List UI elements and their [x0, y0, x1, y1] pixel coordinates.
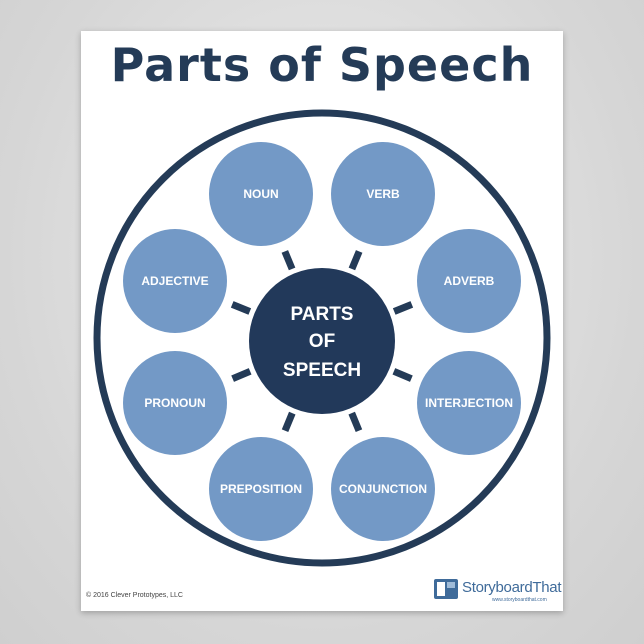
node-label: NOUN [243, 187, 278, 201]
node-label: ADVERB [444, 274, 495, 288]
logo-text: StoryboardThat [462, 579, 562, 596]
node-circle [123, 351, 227, 455]
spoke [392, 368, 413, 382]
spoke [281, 250, 296, 271]
node-adjective: ADJECTIVE [123, 229, 227, 333]
spoke [392, 301, 414, 315]
poster-title: Parts of Speech [110, 38, 534, 92]
node-label: PRONOUN [144, 396, 205, 410]
node-circle [209, 437, 313, 541]
node-label: VERB [366, 187, 400, 201]
spokes [230, 250, 414, 433]
center-line-2: OF [309, 331, 335, 352]
nodes: NOUN VERB ADVERB INTERJECTION CONJUNCTION PRE… [123, 142, 521, 541]
node-label: CONJUNCTION [339, 482, 427, 496]
node-preposition: PREPOSITION [209, 437, 313, 541]
center-line-1: PARTS [291, 304, 354, 325]
node-noun: NOUN [209, 142, 313, 246]
node-circle [331, 437, 435, 541]
node-circle [417, 351, 521, 455]
node-interjection: INTERJECTION [417, 351, 521, 455]
logo-url: www.storyboardthat.com [492, 597, 547, 603]
center-line-3: SPEECH [283, 360, 361, 381]
center-node: PARTS OF SPEECH [249, 268, 395, 414]
spoke [230, 301, 252, 315]
spoke [348, 250, 363, 271]
node-circle [331, 142, 435, 246]
node-circle [123, 229, 227, 333]
center-circle [249, 268, 395, 414]
storyboard-icon [434, 579, 458, 599]
node-circle [417, 229, 521, 333]
node-adverb: ADVERB [417, 229, 521, 333]
copyright-text: © 2016 Clever Prototypes, LLC [86, 592, 183, 599]
node-verb: VERB [331, 142, 435, 246]
node-label: ADJECTIVE [141, 274, 208, 288]
node-conjunction: CONJUNCTION [331, 437, 435, 541]
spoke [281, 411, 296, 433]
outer-ring [93, 109, 551, 567]
node-circle [209, 142, 313, 246]
node-label: INTERJECTION [425, 396, 513, 410]
spoke [231, 368, 252, 382]
node-pronoun: PRONOUN [123, 351, 227, 455]
storyboardthat-logo: StoryboardThat www.storyboardthat.com [434, 579, 562, 605]
node-label: PREPOSITION [220, 482, 302, 496]
spoke [348, 411, 363, 433]
